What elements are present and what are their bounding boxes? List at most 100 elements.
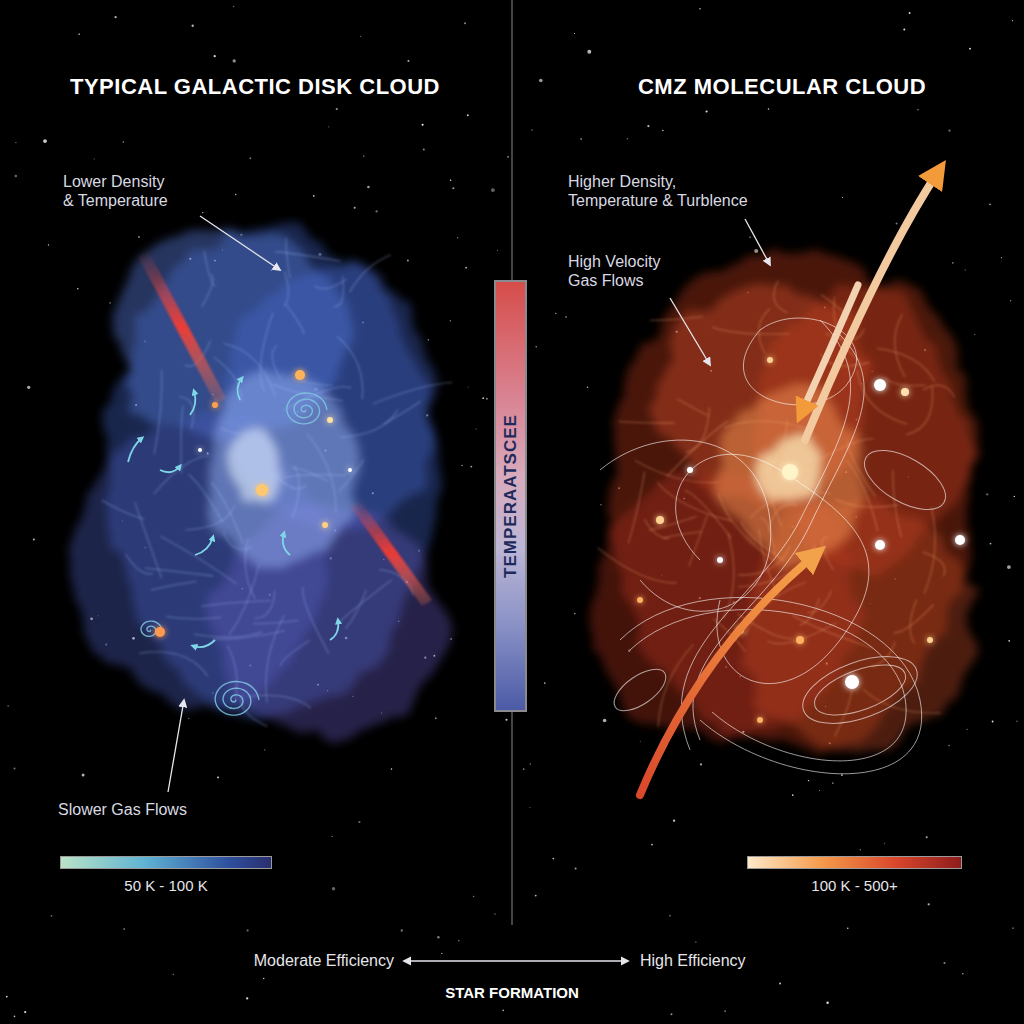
filament (135, 502, 162, 578)
filament (154, 370, 162, 454)
star (955, 535, 965, 545)
filament (211, 482, 243, 543)
filament (315, 279, 347, 288)
background-star (33, 539, 35, 541)
filament (189, 474, 223, 522)
background-star (192, 25, 194, 27)
background-star (264, 749, 265, 750)
background-star (574, 33, 575, 34)
filament (334, 276, 343, 307)
background-star (391, 768, 392, 769)
filament (686, 407, 709, 452)
filament (266, 615, 285, 703)
background-star (523, 768, 525, 770)
star (155, 627, 165, 637)
background-star (263, 978, 264, 979)
background-star (1014, 496, 1015, 497)
streamline (630, 610, 906, 761)
filament (677, 399, 709, 416)
star (927, 637, 933, 643)
star (717, 557, 723, 563)
scale-label: 50 K - 100 K (60, 877, 272, 894)
filament (301, 381, 332, 385)
background-star (808, 780, 809, 781)
background-star (452, 187, 454, 189)
filament (286, 238, 290, 279)
background-star (779, 982, 781, 984)
background-star (507, 156, 509, 158)
filament (286, 304, 304, 333)
background-star (407, 60, 409, 62)
filament (151, 581, 197, 590)
background-star (458, 940, 460, 942)
background-star (407, 260, 409, 262)
filament (126, 554, 153, 574)
filament (628, 472, 645, 544)
filament (712, 327, 789, 334)
temperature-scale-bar (60, 856, 272, 869)
filament (253, 620, 298, 623)
background-star (792, 794, 794, 796)
background-star (14, 1016, 16, 1018)
star (327, 417, 333, 423)
filament (224, 343, 276, 396)
background-star (435, 717, 437, 719)
leader-line (745, 219, 770, 265)
background-star (8, 705, 9, 706)
background-star (465, 267, 467, 269)
orbit-loop (607, 661, 672, 718)
filament (724, 421, 809, 429)
background-star (640, 741, 641, 742)
filament (792, 615, 872, 648)
filament (350, 255, 391, 293)
background-star (1012, 20, 1013, 21)
background-star (531, 129, 532, 130)
background-star (986, 493, 988, 495)
background-star (535, 346, 537, 348)
filament (847, 460, 878, 531)
legend-item: 50 K - 100 K (60, 856, 272, 894)
background-star (928, 903, 930, 905)
background-star (832, 782, 834, 784)
background-star (587, 50, 591, 54)
leader-line (670, 298, 710, 365)
background-star (437, 936, 439, 938)
streamline (693, 330, 864, 740)
background-star (647, 125, 649, 127)
star (687, 467, 693, 473)
filament (718, 493, 773, 560)
background-star (502, 1009, 504, 1011)
flow-arrow (237, 378, 242, 400)
background-star (332, 836, 333, 837)
background-star (457, 237, 458, 238)
background-star (580, 138, 582, 140)
filament (635, 461, 718, 483)
background-star (535, 895, 537, 897)
flow-arrow (330, 620, 338, 640)
background-star (173, 974, 174, 975)
flow-arrow (195, 537, 213, 555)
filament (212, 631, 285, 640)
background-star (943, 962, 945, 964)
background-star (482, 397, 484, 399)
background-star (401, 929, 403, 931)
background-star (27, 386, 30, 389)
filament (923, 385, 955, 397)
filament (800, 598, 820, 626)
flow-arrow (193, 640, 215, 647)
temperature-scale-bar (747, 856, 962, 869)
background-star (43, 139, 47, 143)
filament (161, 536, 237, 583)
panel-heading: CMZ MOLECULAR CLOUD (567, 74, 997, 100)
background-star (842, 197, 843, 198)
cloud-blob (228, 440, 288, 500)
spiral-flows (141, 393, 327, 715)
background-star (948, 745, 950, 747)
filament (822, 537, 833, 570)
filament (759, 309, 770, 354)
background-star (217, 777, 219, 779)
filament (280, 640, 309, 666)
star (348, 468, 352, 472)
background-star (233, 59, 236, 62)
filament (254, 591, 274, 619)
